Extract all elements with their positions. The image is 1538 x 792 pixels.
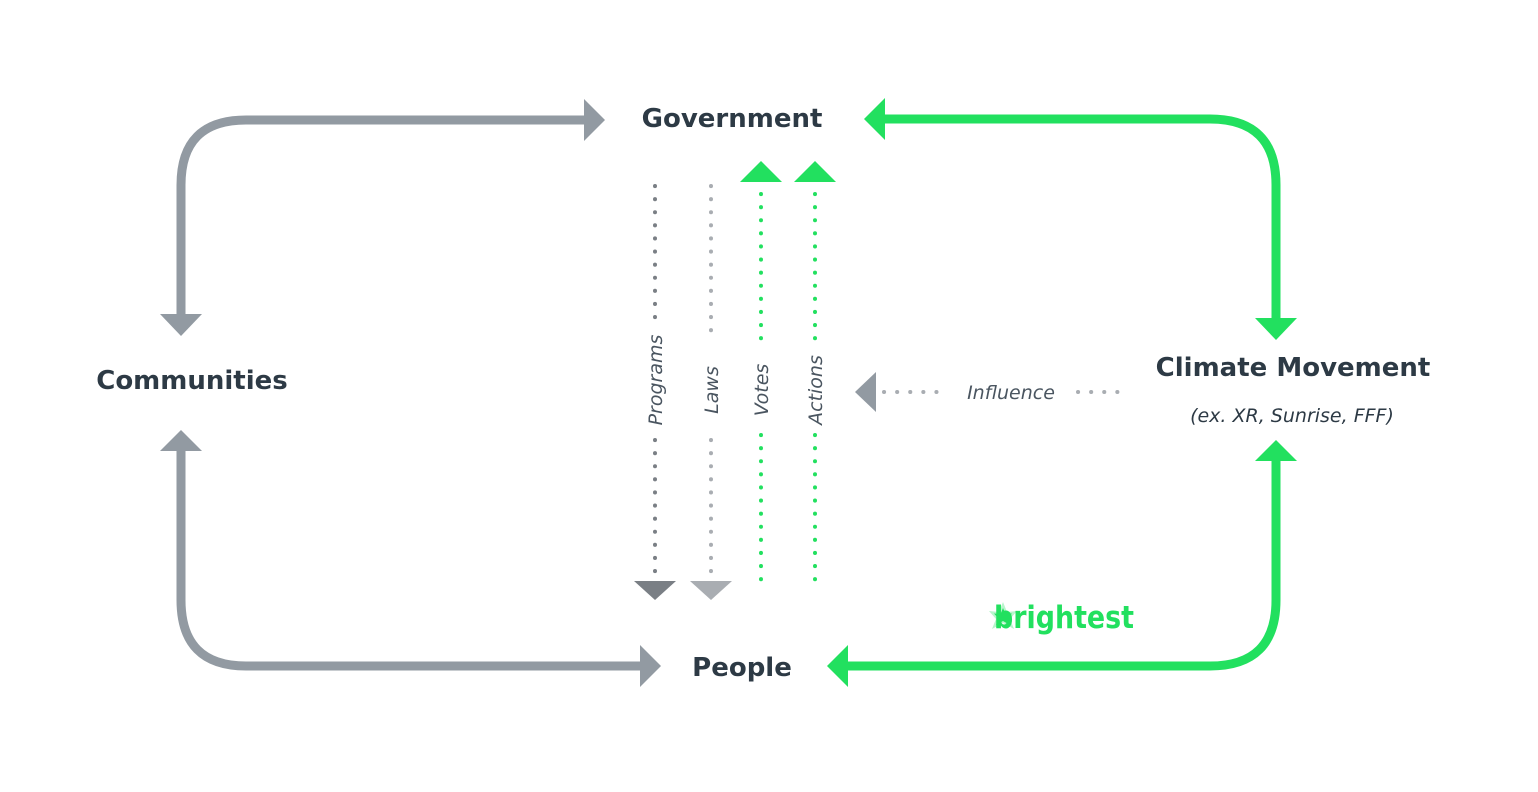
arrowhead-to-climate-movement — [1255, 318, 1297, 340]
people-label: People — [692, 653, 792, 683]
logo-wordmark: brightest — [994, 600, 1134, 636]
government-climate-arrow — [864, 98, 1297, 340]
arrowhead-to-communities-up — [160, 430, 202, 451]
arrowhead-to-climate-movement-up — [1255, 440, 1297, 461]
arrowhead-to-people — [640, 645, 661, 687]
communities-people-arrow — [160, 430, 661, 687]
arrowhead-to-people-green — [827, 645, 848, 687]
influence-flow — [855, 372, 1128, 412]
votes-arrowhead — [740, 161, 782, 182]
climate-people-arrow — [827, 440, 1297, 687]
laws-arrowhead — [690, 581, 732, 600]
climate-movement-label: Climate Movement — [1156, 353, 1431, 383]
programs-arrowhead — [634, 581, 676, 600]
laws-flow — [690, 184, 732, 600]
actions-arrowhead — [794, 161, 836, 182]
programs-label: Programs — [645, 334, 667, 425]
brightest-logo: brightest — [989, 600, 1134, 636]
communities-government-arrow — [160, 99, 605, 336]
influence-arrowhead — [855, 372, 876, 412]
laws-label: Laws — [701, 366, 723, 414]
government-label: Government — [642, 104, 823, 134]
votes-flow — [740, 161, 782, 588]
star-icon — [989, 602, 1017, 629]
influence-label: Influence — [967, 382, 1055, 404]
votes-label: Votes — [751, 364, 773, 417]
arrowhead-to-communities — [160, 314, 202, 336]
actions-flow — [794, 161, 836, 588]
actions-label: Actions — [805, 355, 827, 427]
programs-flow — [634, 184, 676, 600]
arrowhead-to-government-green — [864, 98, 885, 140]
climate-movement-examples: (ex. XR, Sunrise, FFF) — [1190, 405, 1394, 427]
arrowhead-to-government — [584, 99, 605, 141]
communities-label: Communities — [96, 366, 288, 396]
